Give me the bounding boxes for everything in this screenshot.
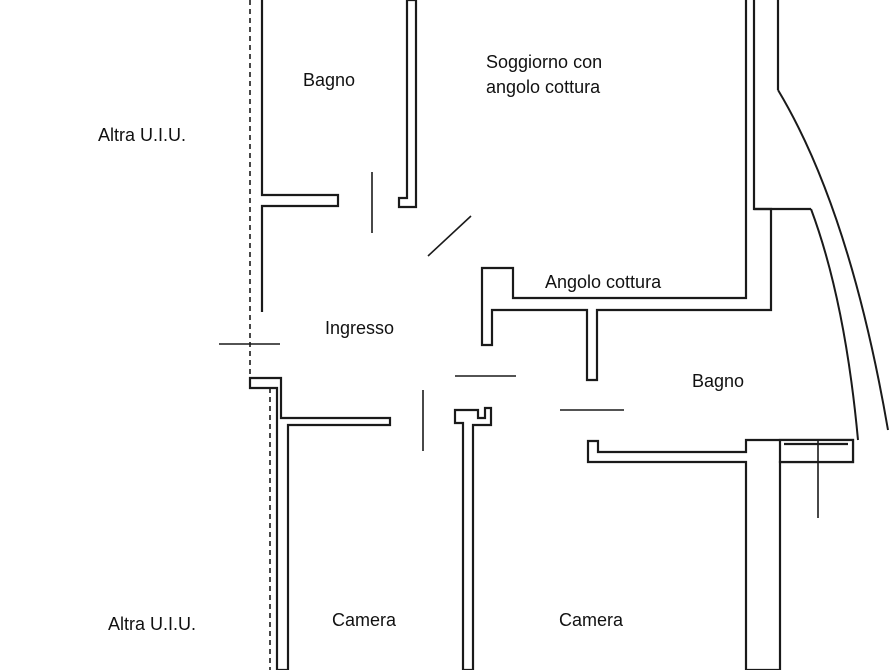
room-label-soggiorno-line1: Soggiorno con bbox=[486, 52, 603, 72]
room-label-bagno-top: Bagno bbox=[303, 70, 356, 90]
door-soggiorno bbox=[427, 215, 472, 257]
room-label-camera-left: Camera bbox=[332, 610, 397, 630]
room-label-altra-top: Altra U.I.U. bbox=[98, 125, 187, 145]
wall-curved-inner bbox=[810, 208, 859, 441]
room-label-bagno-right: Bagno bbox=[692, 371, 745, 391]
wall-bagno-right bbox=[397, 0, 418, 209]
room-label-ingresso: Ingresso bbox=[325, 318, 395, 338]
wall-camera-divider bbox=[453, 406, 493, 670]
window-frame bbox=[778, 438, 855, 464]
wall-bagno-left bbox=[260, 0, 340, 312]
wall-ingresso-lower-left bbox=[248, 376, 392, 670]
wall-curved-outer bbox=[777, 89, 889, 431]
room-label-altra-bottom: Altra U.I.U. bbox=[108, 614, 197, 634]
room-label-camera-right: Camera bbox=[559, 610, 624, 630]
room-label-angolo-cottura: Angolo cottura bbox=[545, 272, 662, 292]
wall-soggiorno-right bbox=[480, 0, 773, 382]
wall-bagno-right-lower bbox=[586, 438, 855, 670]
room-label-soggiorno-line2: angolo cottura bbox=[486, 77, 601, 97]
